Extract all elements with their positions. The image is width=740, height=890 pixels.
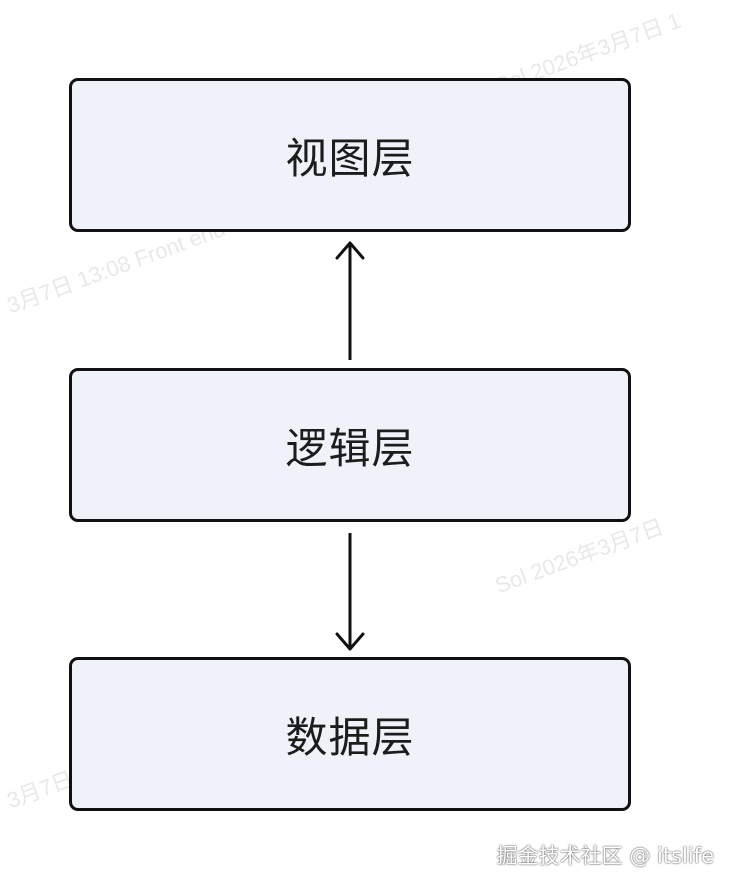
view-layer-label: 视图层 [285, 133, 415, 183]
arrow-down-head [335, 632, 365, 651]
arrow-logic-to-data [335, 533, 365, 651]
footer-credit: 掘金技术社区 @ itslife [496, 844, 714, 868]
logic-layer-label: 逻辑层 [285, 423, 415, 473]
arrow-logic-to-view [335, 241, 365, 360]
arrow-up-head [335, 241, 365, 260]
data-layer-box: 数据层 [69, 657, 631, 811]
logic-layer-box: 逻辑层 [69, 368, 631, 522]
view-layer-box: 视图层 [69, 78, 631, 232]
data-layer-label: 数据层 [285, 712, 415, 762]
